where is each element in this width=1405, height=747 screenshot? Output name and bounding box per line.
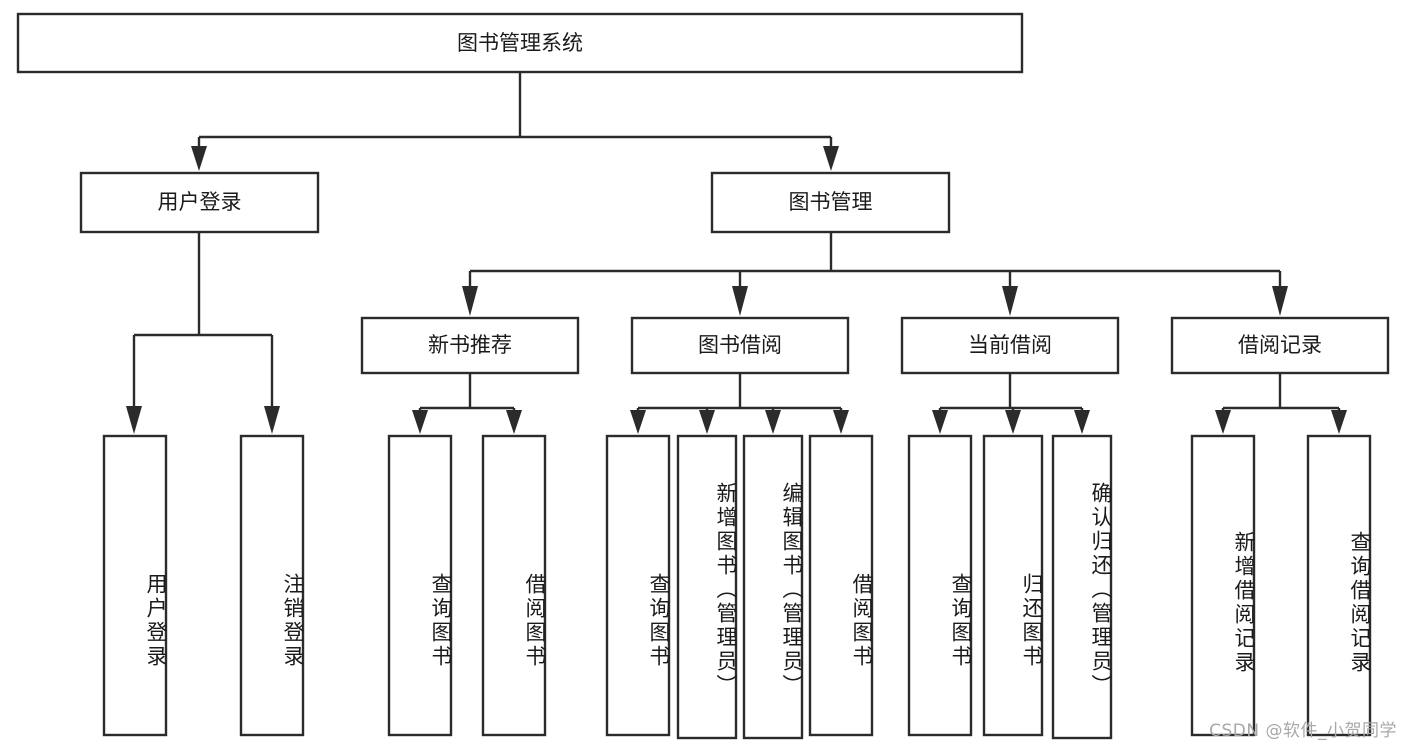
- leaf-box-query-book-2[interactable]: [605, 434, 671, 737]
- node-root[interactable]: 图书管理系统: [16, 12, 1024, 74]
- connector-book-borrow-children: [630, 373, 849, 434]
- leaf-box-confirm-return[interactable]: [1051, 434, 1113, 740]
- arrow-head-leaf-query-record: [1331, 410, 1347, 434]
- node-borrow-record[interactable]: 借阅记录: [1170, 316, 1390, 375]
- arrow-head-new-book-recommend: [462, 286, 478, 316]
- borrow-record-box[interactable]: [1170, 316, 1390, 375]
- root-box[interactable]: [16, 12, 1024, 74]
- leaf-box-user-login[interactable]: [102, 434, 168, 737]
- arrow-head-leaf-borrow-book-1: [506, 410, 522, 434]
- book-borrow-box[interactable]: [630, 316, 850, 375]
- arrow-head-book-borrow: [732, 286, 748, 316]
- borrow-record-label: 借阅记录: [1238, 333, 1322, 357]
- leaf-box-borrow-book-2[interactable]: [808, 434, 874, 737]
- arrow-head-leaf-confirm-return: [1074, 410, 1090, 434]
- arrow-head-leaf-query-book-3: [932, 410, 948, 434]
- leaf-box-query-record[interactable]: [1306, 434, 1372, 737]
- arrow-head-book-manage: [823, 146, 839, 171]
- arrow-head-leaf-query-book-1: [412, 410, 428, 434]
- user-login-label: 用户登录: [158, 190, 242, 214]
- leaf-box-borrow-book-1[interactable]: [481, 434, 547, 737]
- book-borrow-label: 图书借阅: [698, 333, 782, 357]
- node-new-book-recommend[interactable]: 新书推荐: [360, 316, 580, 375]
- arrow-head-leaf-user-login: [126, 406, 142, 434]
- arrow-head-leaf-borrow-book-2: [833, 410, 849, 434]
- leaf-box-add-record[interactable]: [1190, 434, 1256, 737]
- arrow-head-user-login: [191, 146, 207, 171]
- connector-current-borrow-children: [932, 373, 1090, 434]
- connector-new-book-recommend-children: [412, 373, 522, 434]
- arrow-head-leaf-user-logout: [264, 406, 280, 434]
- new-book-recommend-box[interactable]: [360, 316, 580, 375]
- new-book-recommend-label: 新书推荐: [428, 333, 512, 357]
- arrow-head-borrow-record: [1272, 286, 1288, 316]
- arrow-head-leaf-edit-book: [765, 410, 781, 434]
- connector-book-manage-children: [462, 232, 1288, 316]
- node-book-manage[interactable]: 图书管理: [710, 171, 951, 234]
- connector-user-login-children: [126, 232, 280, 434]
- node-current-borrow[interactable]: 当前借阅: [900, 316, 1120, 375]
- book-manage-box[interactable]: [710, 171, 951, 234]
- arrow-head-current-borrow: [1002, 286, 1018, 316]
- root-label: 图书管理系统: [457, 31, 583, 55]
- leaf-box-query-book-3[interactable]: [907, 434, 973, 737]
- connector-borrow-record-children: [1215, 373, 1347, 434]
- leaf-box-return-book[interactable]: [982, 434, 1044, 737]
- node-user-login[interactable]: 用户登录: [79, 171, 320, 234]
- leaf-box-edit-book[interactable]: [742, 434, 804, 740]
- leaf-box-add-book[interactable]: [676, 434, 738, 740]
- connector-root-to-level2: [191, 72, 839, 171]
- arrow-head-leaf-add-book: [699, 410, 715, 434]
- book-manage-label: 图书管理: [789, 190, 873, 214]
- arrow-head-leaf-add-record: [1215, 410, 1231, 434]
- arrow-head-leaf-query-book-2: [630, 410, 646, 434]
- arrow-head-leaf-return-book: [1005, 410, 1021, 434]
- leaf-box-query-book-1[interactable]: [387, 434, 453, 737]
- current-borrow-label: 当前借阅: [968, 333, 1052, 357]
- csdn-watermark: CSDN @软件_小贺同学: [1209, 721, 1397, 741]
- current-borrow-box[interactable]: [900, 316, 1120, 375]
- node-book-borrow[interactable]: 图书借阅: [630, 316, 850, 375]
- leaf-box-user-logout[interactable]: [239, 434, 305, 737]
